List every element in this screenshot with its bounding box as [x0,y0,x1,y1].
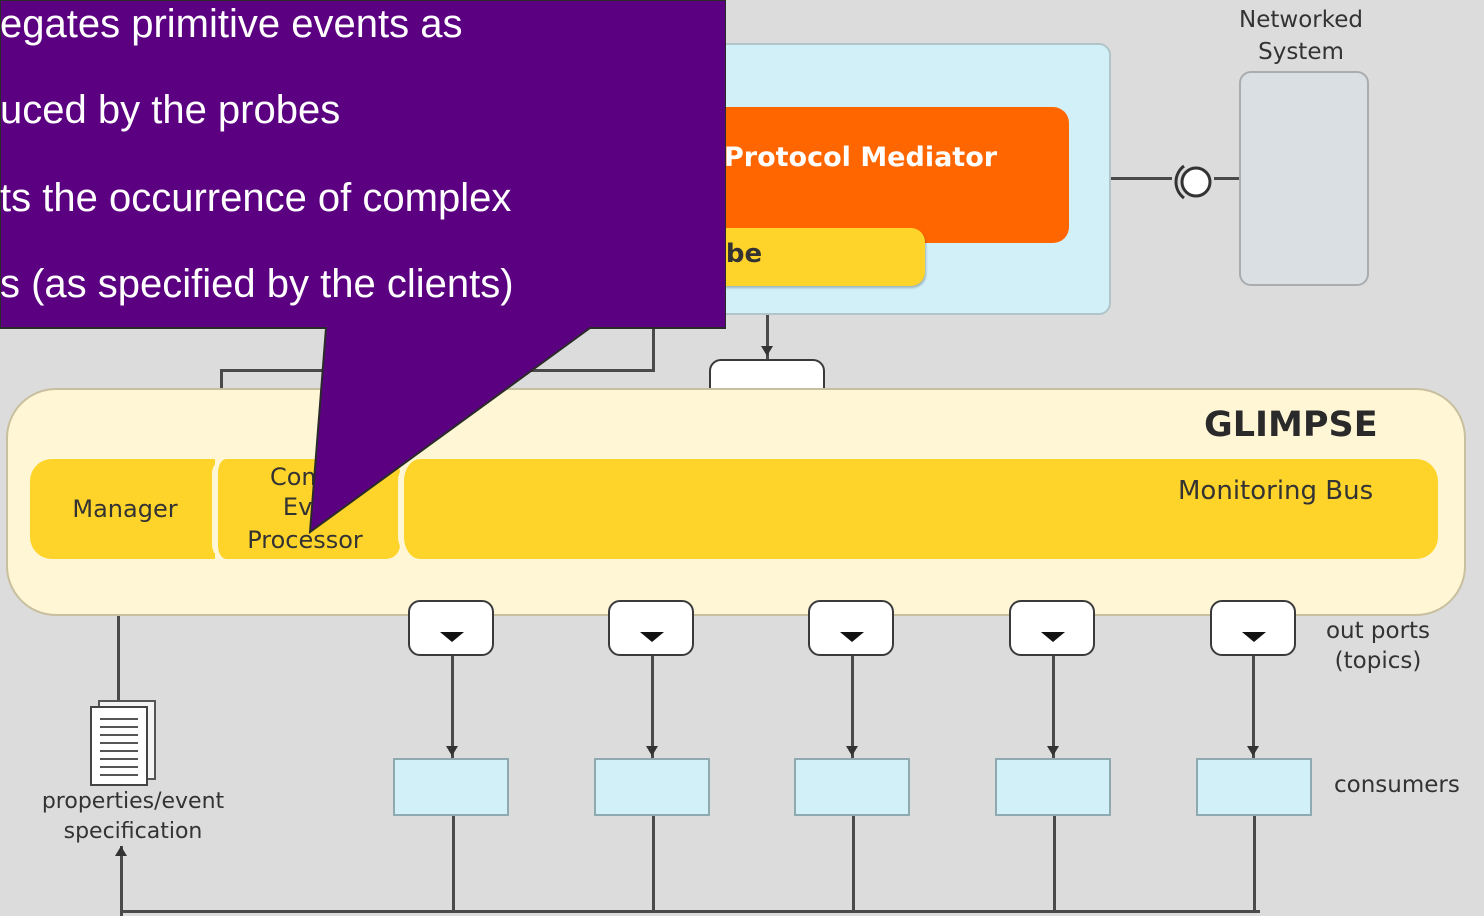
connector-line [766,286,769,359]
properties-spec-label: properties/event [41,789,225,814]
properties-spec-sublabel: specification [63,819,203,844]
arrow-head [446,746,458,756]
callout-line-1: egates primitive events as [0,2,463,46]
consumer-box [393,758,509,816]
callout-shape [0,0,726,535]
document-text-line [100,758,138,760]
document-icon [90,706,148,786]
port-arrow-icon [840,632,864,642]
out-port [608,600,694,656]
port-arrow-icon [1242,632,1266,642]
out-port [808,600,894,656]
glimpse-title: GLIMPSE [1204,405,1378,445]
arrow-head [1047,746,1059,756]
connector-line [1252,656,1255,758]
connector-line [652,310,655,372]
arrow-head [646,746,658,756]
arrow-head [761,346,773,356]
networked-system-box [1239,71,1369,286]
port-arrow-icon [640,632,664,642]
callout-line-2: uced by the probes [0,88,341,132]
consumers-label: consumers [1334,772,1460,798]
connector-line [1068,177,1172,180]
arrow-head [846,746,858,756]
connector-line [651,656,654,758]
document-text-line [100,734,138,736]
cep-label-line3: Processor [247,526,363,554]
manager-label: Manager [72,495,178,523]
out-ports-label: out ports [1325,618,1431,644]
connector-line [120,910,1260,913]
manager-box [30,459,215,559]
socket-icon [1174,164,1212,200]
callout-line-4: s (as specified by the clients) [0,262,514,306]
monitoring-bus-label: Monitoring Bus [1178,476,1374,506]
connector-line [652,815,655,913]
consumer-box [594,758,710,816]
arrow-head [115,846,127,856]
monitoring-bus-box [398,459,1438,559]
protocol-mediator-label: Protocol Mediator [724,142,998,173]
connector-line [1052,656,1055,758]
document-text-line [100,726,138,728]
connector-line [851,656,854,758]
networked-system-label: Networked System [1226,4,1376,68]
document-text-line [100,742,138,744]
connector-line [452,815,455,913]
consumer-box [1196,758,1312,816]
connector-line [117,559,120,702]
consumer-box [794,758,910,816]
networked-system-line2: System [1258,39,1344,65]
port-arrow-icon [440,632,464,642]
connector-line [451,656,454,758]
callout-line-3: ts the occurrence of complex [0,176,512,220]
networked-system-line1: Networked [1239,7,1363,33]
document-text-line [100,774,138,776]
arrow-head [1247,746,1259,756]
out-port [1009,600,1095,656]
consumer-box [995,758,1111,816]
port-arrow-icon [1041,632,1065,642]
out-port [1210,600,1296,656]
connector-line [852,815,855,913]
connector-line [1214,177,1240,180]
callout-bubble [0,0,726,535]
document-text-line [100,718,138,720]
document-text-line [100,750,138,752]
document-text-line [100,766,138,768]
connector-line [120,846,123,916]
probe-box [705,228,925,286]
connector-line [1253,815,1256,913]
protocol-mediator-box [705,107,1069,243]
connector-line [1053,815,1056,913]
out-port [408,600,494,656]
out-ports-sublabel: (topics) [1334,648,1422,674]
